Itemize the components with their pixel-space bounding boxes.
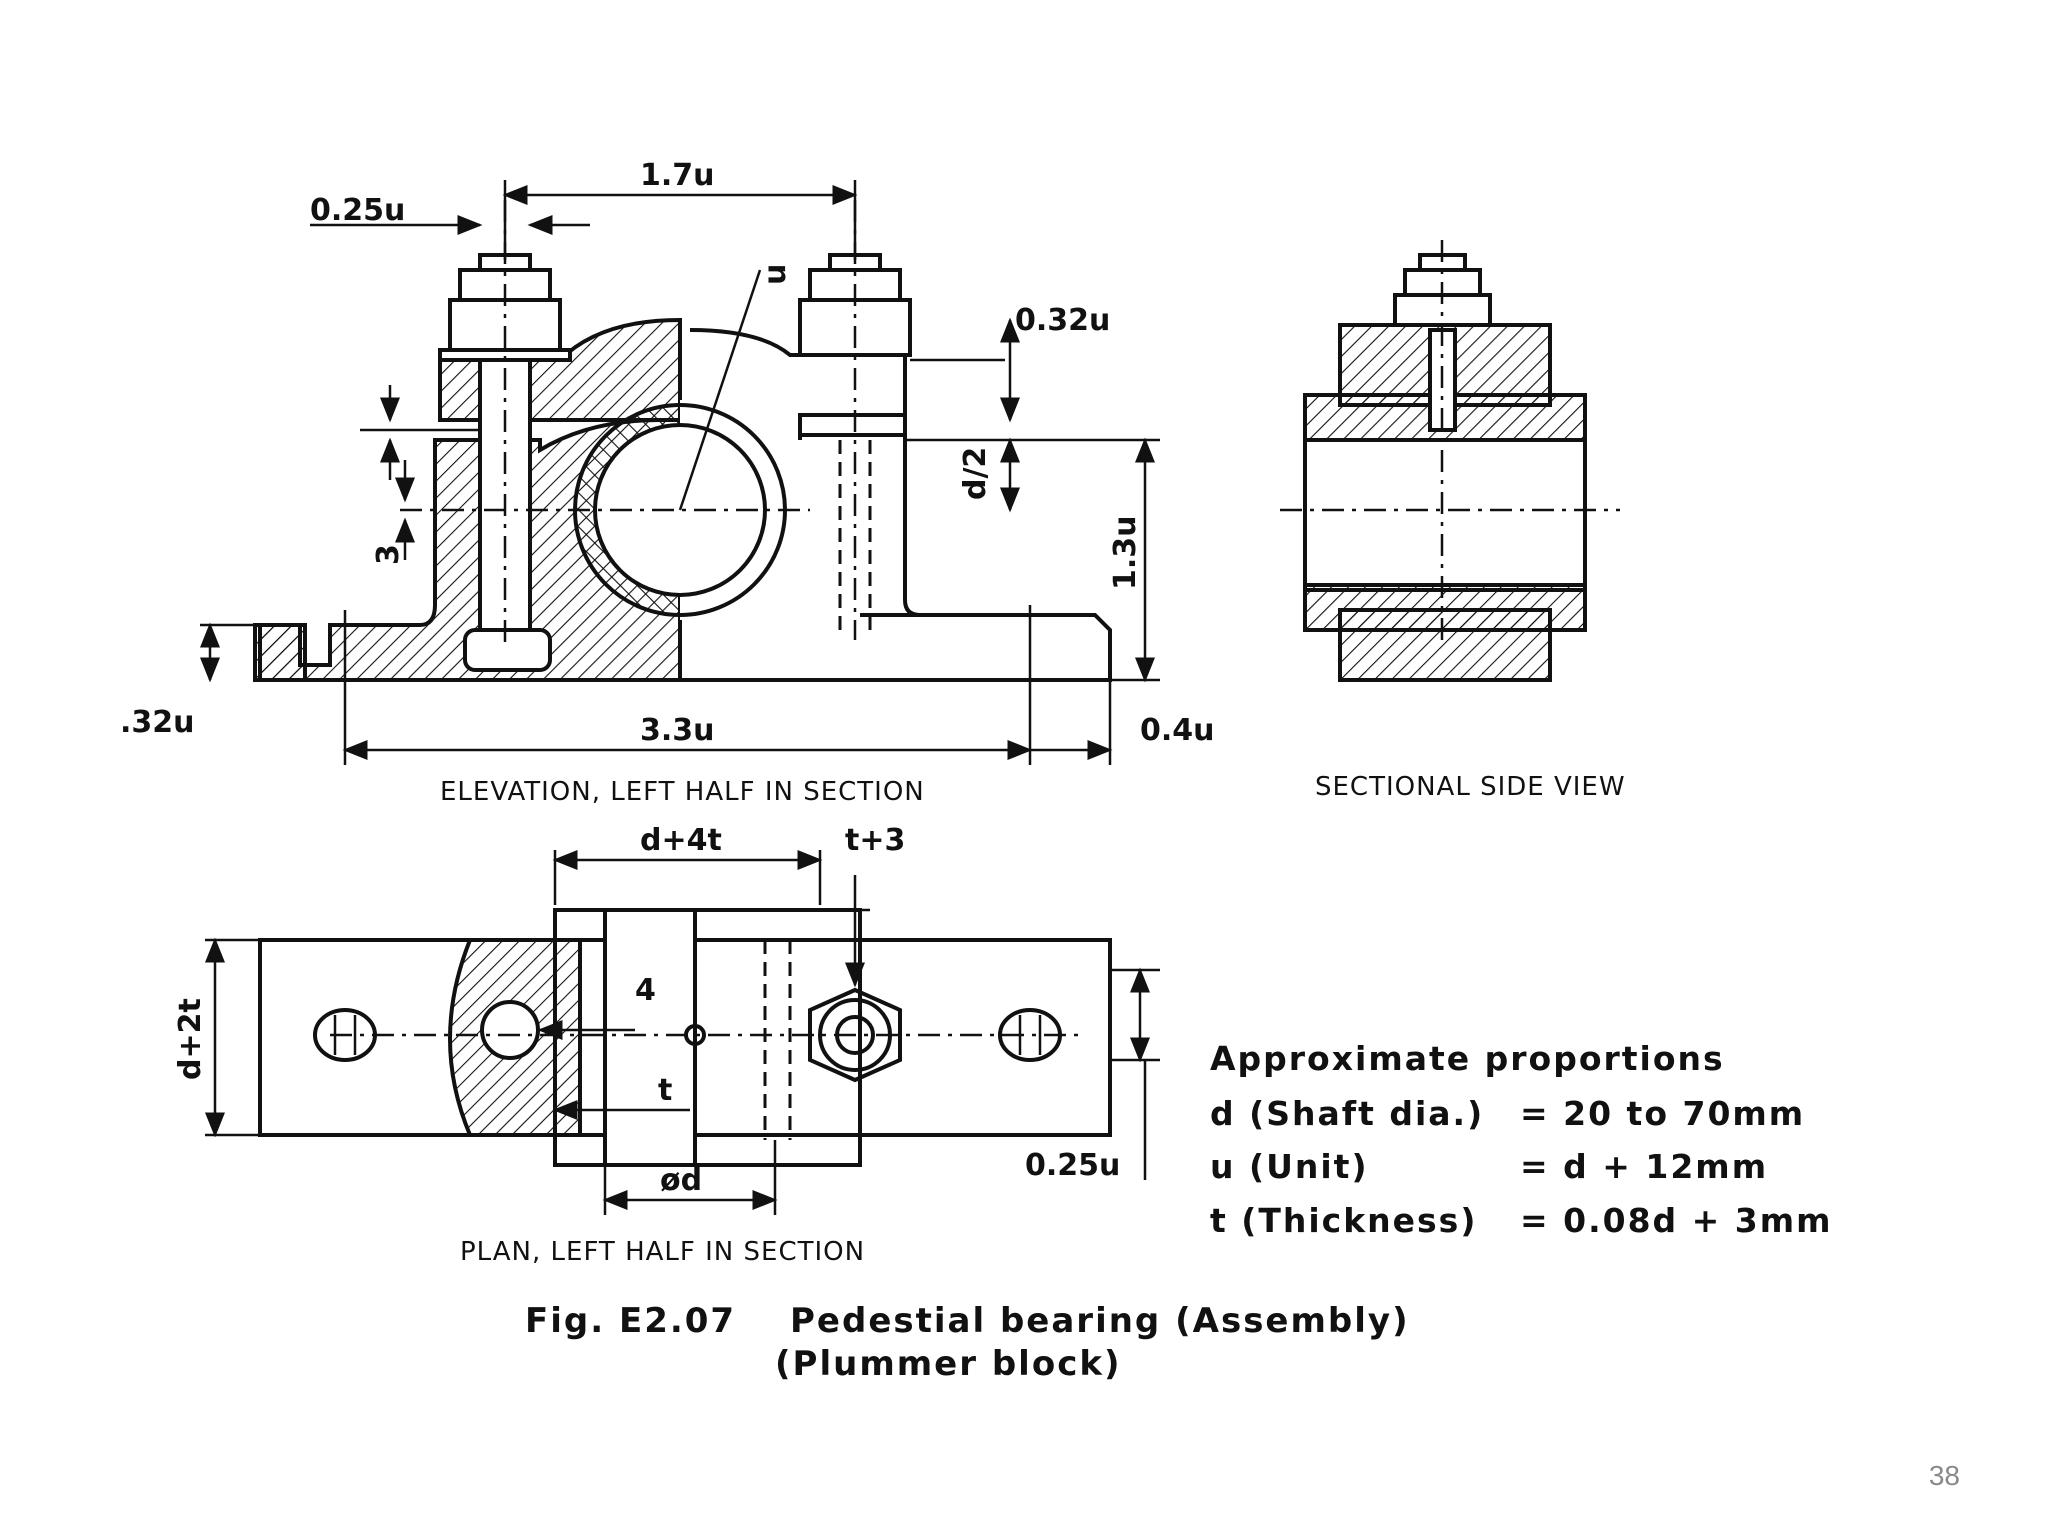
base-right	[860, 613, 1112, 682]
dim-phi-d: ød	[660, 1163, 702, 1198]
dim-d-plus-4t: d+4t	[640, 823, 722, 858]
side-view: SECTIONAL SIDE VIEW	[1280, 240, 1626, 802]
side-shaft	[1303, 438, 1587, 592]
dim-0.32u-left: .32u	[120, 705, 195, 740]
left-bolt-head	[463, 628, 552, 672]
row-t-value: = 0.08d + 3mm	[1520, 1201, 1833, 1240]
plan-cap-outline	[553, 908, 862, 1167]
dim-4: 4	[635, 973, 656, 1008]
dim-d-plus-2t: d+2t	[173, 998, 208, 1080]
dim-0.32u-top: 0.32u	[1015, 303, 1110, 338]
plan-left-bolt	[480, 1000, 540, 1060]
page-number: 38	[1928, 1460, 1960, 1491]
plan-view: d+4t t+3 d+2t 4 t ød 0.25u PLAN, LEFT HA…	[173, 823, 1160, 1267]
cap-right	[689, 328, 907, 415]
row-u-value: = d + 12mm	[1520, 1147, 1768, 1186]
dim-d-half: d/2	[958, 447, 993, 500]
right-gap-strip	[798, 413, 907, 437]
side-base-section	[1338, 608, 1552, 682]
dim-3: 3	[371, 544, 406, 565]
plan-caption: PLAN, LEFT HALF IN SECTION	[460, 1237, 865, 1267]
dim-0.25u-top: 0.25u	[310, 193, 405, 228]
body-right	[798, 418, 921, 617]
dim-0.4u: 0.4u	[1140, 713, 1215, 748]
plan-bush-left	[603, 908, 697, 1167]
dim-3.3u: 3.3u	[640, 713, 715, 748]
dim-1.7u: 1.7u	[640, 158, 715, 193]
figure-number: Fig. E2.07	[525, 1301, 736, 1341]
dim-1.3u: 1.3u	[1108, 515, 1143, 590]
figure-caption: Fig. E2.07 Pedestial bearing (Assembly) …	[525, 1301, 1410, 1384]
flange-left	[253, 623, 307, 682]
figure-subtitle: (Plummer block)	[775, 1344, 1122, 1384]
row-u-label: u (Unit)	[1210, 1147, 1369, 1186]
dim-0.25u-plan: 0.25u	[1025, 1148, 1120, 1183]
dim-t-plus-3: t+3	[845, 823, 905, 858]
figure-title: Pedestial bearing (Assembly)	[790, 1301, 1410, 1341]
side-view-caption: SECTIONAL SIDE VIEW	[1315, 772, 1626, 802]
elevation-caption: ELEVATION, LEFT HALF IN SECTION	[440, 777, 925, 807]
plan-right-nut	[808, 987, 902, 1083]
row-d-label: d (Shaft dia.)	[1210, 1094, 1484, 1133]
elevation-view: 0.25u 1.7u u 0.32u d/2 1.3u 3 .32u 3.3u …	[120, 158, 1215, 807]
row-t-label: t (Thickness)	[1210, 1201, 1477, 1240]
dim-t: t	[658, 1073, 672, 1108]
dim-u: u	[758, 264, 793, 285]
row-d-value: = 20 to 70mm	[1520, 1094, 1805, 1133]
proportions-heading: Approximate proportions	[1210, 1039, 1725, 1078]
proportions-table: Approximate proportions d (Shaft dia.) =…	[1210, 1039, 1833, 1240]
